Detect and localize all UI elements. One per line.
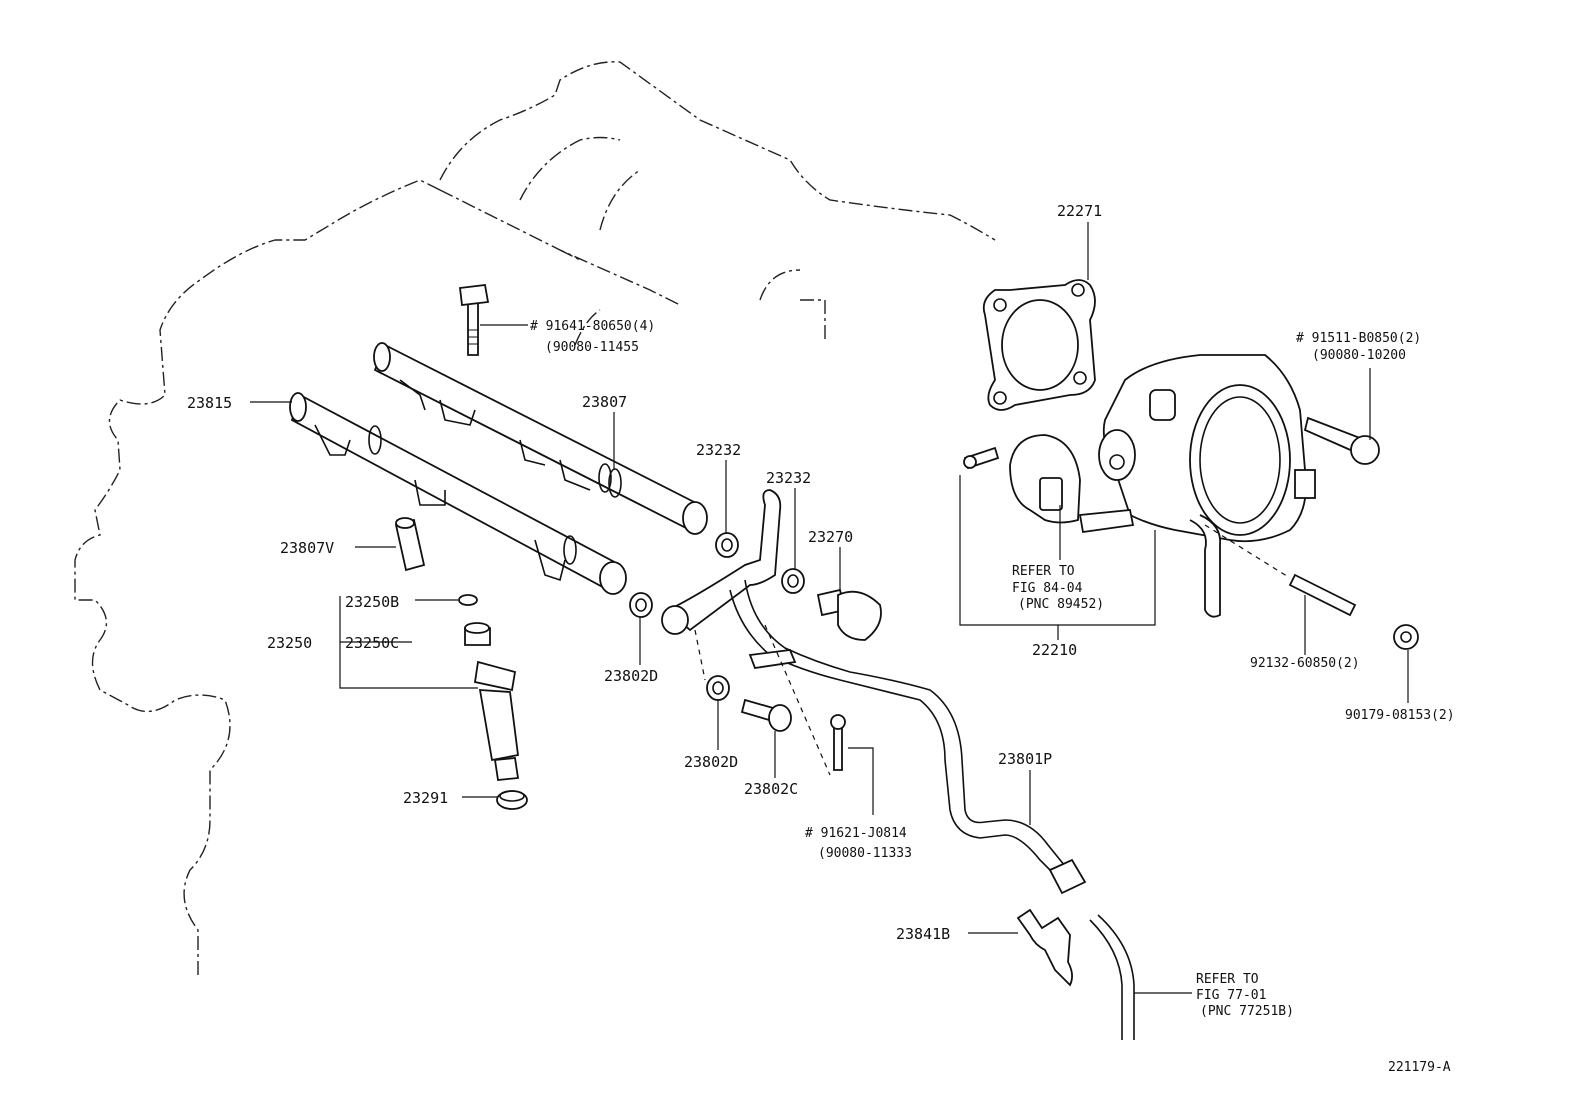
- label-92132: 92132-60850(2): [1250, 656, 1360, 671]
- fuel-rail-23807: [373, 342, 708, 535]
- label-23232-b: 23232: [766, 469, 811, 487]
- label-23250c: 23250C: [345, 634, 399, 652]
- label-pnc-89452: (PNC 89452): [1018, 597, 1104, 612]
- label-fig-77-01: FIG 77-01: [1196, 988, 1266, 1003]
- bolt-91511: [1303, 416, 1380, 465]
- oring-23250b: [458, 594, 478, 606]
- washer-23802d-b: [706, 675, 730, 701]
- label-23250: 23250: [267, 634, 312, 652]
- washer-23232-b: [781, 568, 805, 594]
- gasket-22271: [982, 279, 1096, 411]
- label-91641: # 91641-80650(4): [530, 319, 655, 334]
- label-23802d-a: 23802D: [604, 667, 658, 685]
- damper-23807v: [394, 517, 426, 572]
- label-23841b: 23841B: [896, 925, 950, 943]
- label-90080-11455: (90080-11455: [545, 340, 639, 355]
- callout-labels: 22271 # 91641-80650(4) (90080-11455 # 91…: [187, 202, 1455, 1075]
- label-22271: 22271: [1057, 202, 1102, 220]
- label-23807v: 23807V: [280, 539, 334, 557]
- label-23291: 23291: [403, 789, 448, 807]
- nut-90179: [1393, 624, 1419, 650]
- label-pnc-77251b: (PNC 77251B): [1200, 1004, 1294, 1019]
- label-90080-11333: (90080-11333: [818, 846, 912, 861]
- label-refer-to-84: REFER TO: [1012, 564, 1075, 579]
- throttle-body-22210: [1078, 354, 1316, 618]
- label-91621: # 91621-J0814: [805, 826, 907, 841]
- label-23270: 23270: [808, 528, 853, 546]
- insulator-23291: [496, 790, 528, 810]
- label-refer-to-77: REFER TO: [1196, 972, 1259, 987]
- label-90179: 90179-08153(2): [1345, 708, 1455, 723]
- label-90080-10200: (90080-10200: [1312, 348, 1406, 363]
- label-91511: # 91511-B0850(2): [1296, 331, 1421, 346]
- diagram-id: 221179-A: [1388, 1060, 1451, 1075]
- label-22210: 22210: [1032, 641, 1077, 659]
- washer-23232-a: [715, 532, 739, 558]
- engine-outline: [74, 61, 996, 975]
- injector-23250: [473, 660, 520, 781]
- stud-92132: [1288, 573, 1357, 617]
- label-23815: 23815: [187, 394, 232, 412]
- bolt-91641: [459, 284, 490, 356]
- screw-91621: [830, 714, 846, 771]
- hose-ref-77-01: [1089, 914, 1135, 1040]
- bolt-23802c: [740, 698, 792, 732]
- label-23801p: 23801P: [998, 750, 1052, 768]
- clip-23841b: [1016, 908, 1073, 987]
- damper-23270: [816, 588, 882, 641]
- filter-23250c: [464, 622, 491, 646]
- throttle-sensor: [1009, 434, 1081, 524]
- label-fig-84-04: FIG 84-04: [1012, 581, 1083, 596]
- screw-sensor: [963, 446, 1000, 470]
- label-23232-a: 23232: [696, 441, 741, 459]
- label-23250b: 23250B: [345, 593, 399, 611]
- washer-23802d-a: [629, 592, 653, 618]
- fuel-rail-23815: [289, 392, 627, 595]
- label-23802c: 23802C: [744, 780, 798, 798]
- fuel-tube-23801p: [661, 489, 1087, 895]
- label-23802d-b: 23802D: [684, 753, 738, 771]
- label-23807: 23807: [582, 393, 627, 411]
